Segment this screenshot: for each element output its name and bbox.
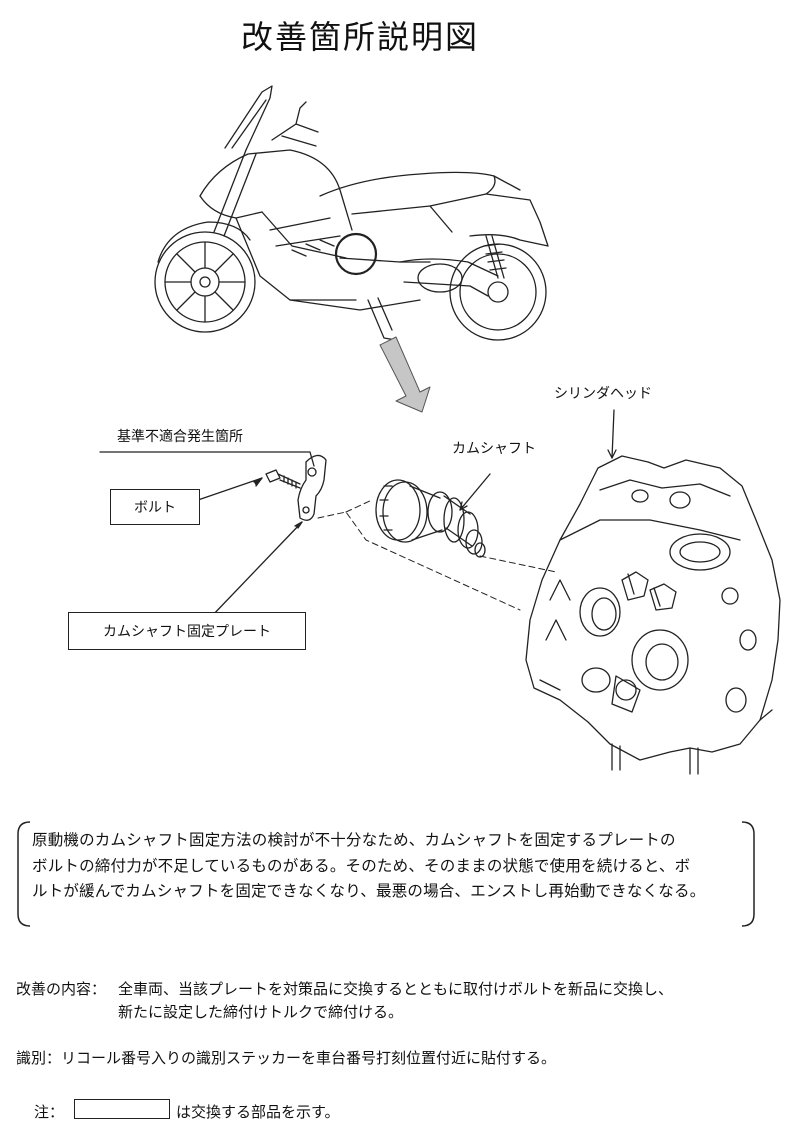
description-line: ルトが緩んでカムシャフトを固定できなくなり、最悪の場合、エンストし再始動できなく… — [32, 882, 706, 900]
description-line: ボルトの締付力が不足しているものがある。そのため、そのままの状態で使用を続けると… — [32, 856, 691, 875]
identification-text: 識別：リコール番号入りの識別ステッカーを車台番号打刻位置付近に貼付する。 — [16, 1049, 557, 1067]
scooter-drawing — [154, 85, 549, 341]
note-prefix: 注： — [34, 1103, 65, 1121]
bolt-drawing — [265, 469, 301, 489]
camshaft-label: カムシャフト — [452, 441, 536, 457]
description-line: 原動機のカムシャフト固定方法の検討が不十分なため、カムシャフトを固定するプレート… — [32, 831, 676, 849]
bolt-label: ボルト — [134, 500, 176, 516]
cylinder-head-label: シリンダヘッド — [554, 386, 652, 402]
description-brackets — [17, 821, 755, 927]
illustration — [99, 85, 781, 775]
cylinder-head-drawing — [525, 455, 781, 775]
description-text: 原動機のカムシャフト固定方法の検討が不十分なため、カムシャフトを固定するプレート… — [32, 828, 752, 905]
nonconformity-label: 基準不適合発生箇所 — [117, 429, 243, 445]
zoom-arrow-icon — [379, 336, 431, 413]
plate-label: カムシャフト固定プレート — [103, 624, 271, 640]
bolt-label-box: ボルト — [110, 489, 200, 525]
note-suffix: は交換する部品を示す。 — [176, 1103, 340, 1121]
camshaft-drawing — [375, 479, 486, 558]
improvement-line-2: 新たに設定した締付けトルクで締付ける。 — [118, 1003, 404, 1021]
page-title: 改善箇所説明図 — [240, 18, 479, 56]
plate-label-box: カムシャフト固定プレート — [68, 612, 306, 650]
note-sample-box — [74, 1099, 170, 1119]
improvement-line-1: 全車両、当該プレートを対策品に交換するとともに取付けボルトを新品に交換し、 — [118, 980, 674, 998]
location-circle — [334, 232, 378, 276]
improvement-heading: 改善の内容： — [16, 980, 107, 998]
camshaft-plate-drawing — [297, 454, 327, 521]
